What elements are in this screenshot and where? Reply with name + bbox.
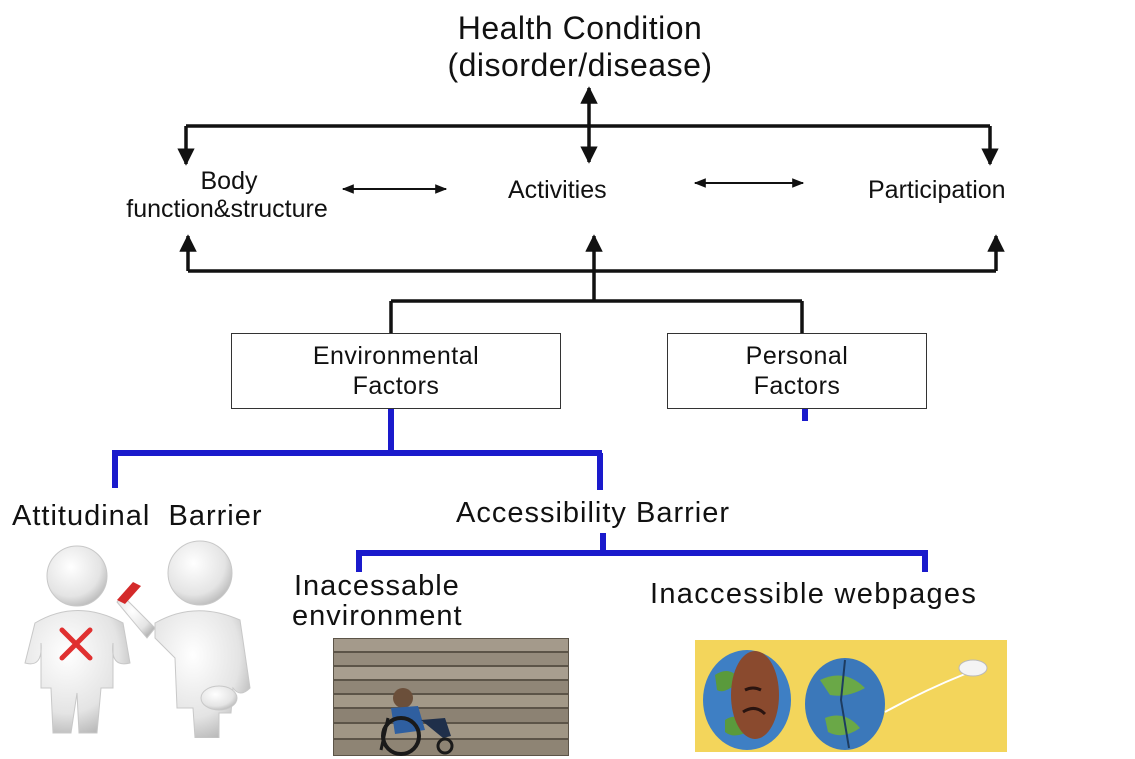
health-condition-label: Health Condition (disorder/disease) — [360, 10, 800, 84]
red-x-mark — [59, 627, 93, 661]
personal-factors-line2: Factors — [753, 372, 841, 400]
accused-figure — [24, 545, 131, 734]
inaccessible-webpages-label: Inaccessible webpages — [650, 578, 978, 610]
personal-factors-box: Personal Factors — [667, 333, 927, 409]
inaccessible-environment-line2: environment — [292, 599, 463, 632]
wheelchair-user — [379, 688, 454, 756]
wheelchair-at-stairs-photo — [333, 638, 569, 756]
attitudinal-barrier-label: Attitudinal Barrier — [12, 500, 263, 532]
cracked-globe-webpages-picture — [695, 640, 1007, 752]
pointing-figure — [116, 540, 251, 738]
computer-mouse — [884, 659, 988, 713]
environmental-factors-box: Environmental Factors — [231, 333, 561, 409]
inaccessible-environment-line1: Inacessable — [294, 570, 460, 602]
participation-label: Participation — [868, 176, 1006, 204]
red-pointer — [117, 582, 141, 604]
environmental-factors-line1: Environmental — [312, 342, 480, 370]
left-globe — [703, 650, 791, 750]
attitudinal-barrier-figures — [24, 540, 251, 738]
environmental-factors-line2: Factors — [352, 372, 440, 400]
body-function-line1: Body — [200, 167, 258, 195]
activities-label: Activities — [508, 176, 607, 204]
personal-factors-line1: Personal — [745, 342, 849, 370]
accessibility-barrier-label: Accessibility Barrier — [456, 497, 730, 529]
health-condition-line2: (disorder/disease) — [447, 46, 713, 83]
health-condition-line1: Health Condition — [457, 10, 703, 46]
stone-steps — [333, 638, 569, 756]
body-function-label: Body function&structure — [118, 167, 348, 224]
body-function-line2: function&structure — [126, 195, 328, 224]
inaccessible-environment-label: Inacessable environment — [292, 570, 463, 632]
right-globe — [805, 658, 885, 750]
